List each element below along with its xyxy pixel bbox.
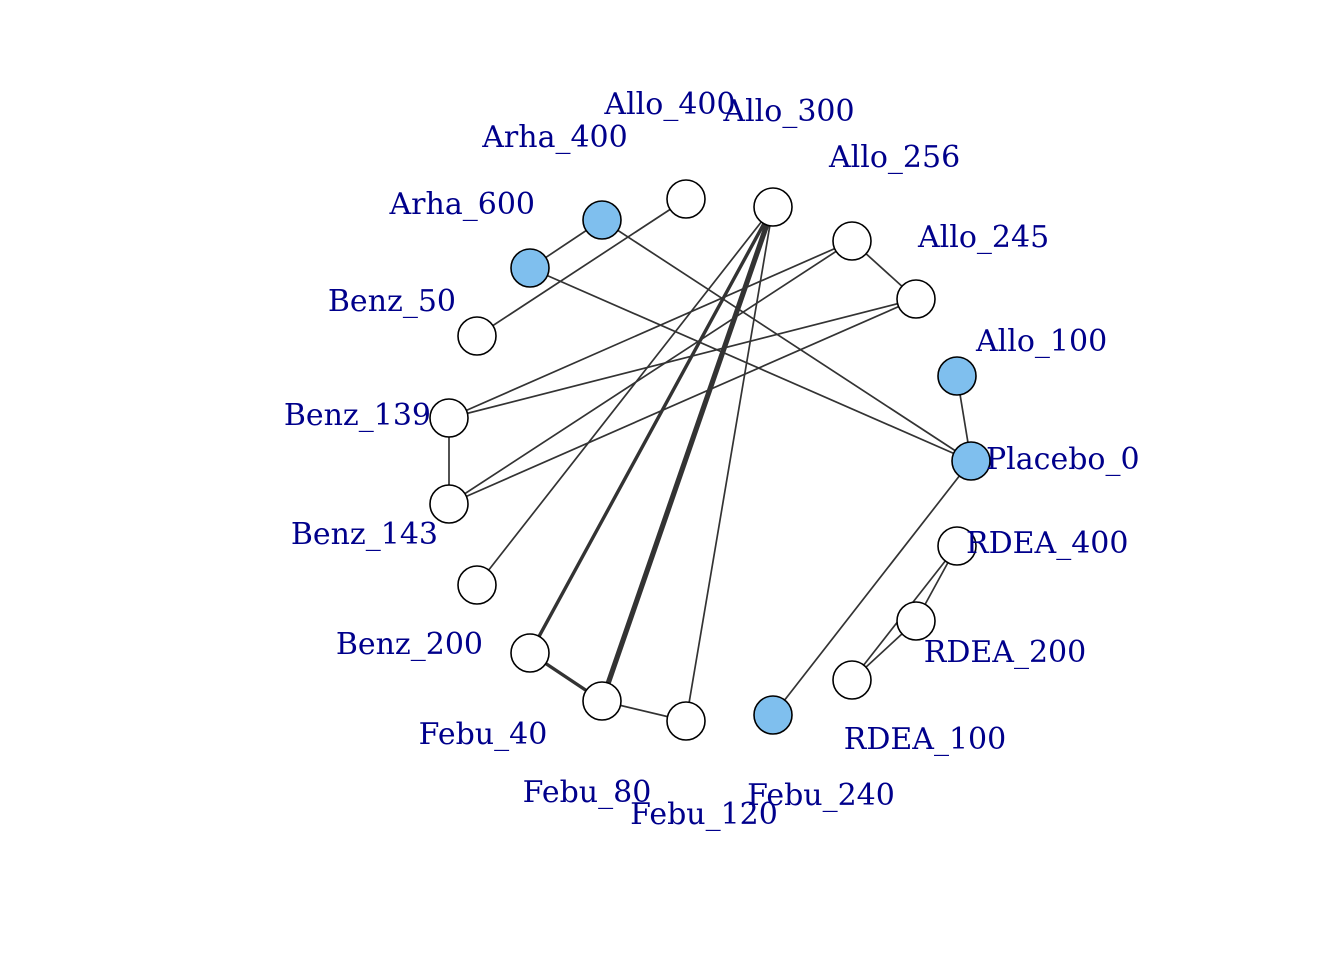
node-placebo-0	[951, 441, 991, 481]
node-label-allo-245: Allo_245	[917, 220, 1049, 255]
node-label-benz-200: Benz_200	[336, 627, 483, 662]
node-rdea-400	[937, 526, 977, 566]
edge-allo-300-febu-40	[528, 206, 775, 654]
node-label-febu-40: Febu_40	[419, 717, 548, 752]
node-febu-240	[753, 695, 793, 735]
node-febu-80	[582, 681, 622, 721]
node-label-allo-300: Allo_300	[722, 94, 854, 129]
node-label-rdea-400: RDEA_400	[966, 526, 1128, 561]
node-benz-50	[457, 316, 497, 356]
edge-allo-245-benz-143	[448, 298, 917, 505]
nodes-layer	[429, 179, 991, 741]
edge-allo-300-febu-80	[599, 206, 776, 702]
node-label-febu-120: Febu_120	[630, 797, 778, 832]
node-allo-245	[896, 279, 936, 319]
edge-allo-300-benz-200	[476, 206, 774, 586]
edge-allo-245-benz-139	[448, 298, 917, 419]
edge-allo-300-febu-120	[685, 206, 774, 722]
node-rdea-100	[832, 660, 872, 700]
node-label-allo-400: Allo_400	[603, 87, 735, 122]
node-label-rdea-100: RDEA_100	[844, 722, 1006, 757]
node-benz-139	[429, 398, 469, 438]
node-rdea-200	[896, 601, 936, 641]
node-febu-120	[666, 701, 706, 741]
node-label-febu-240: Febu_240	[747, 778, 895, 813]
node-label-placebo-0: Placebo_0	[986, 442, 1140, 477]
node-allo-300	[753, 187, 793, 227]
node-label-febu-80: Febu_80	[523, 775, 652, 810]
edge-febu-240-placebo-0	[772, 460, 972, 716]
node-label-allo-256: Allo_256	[828, 140, 960, 175]
edge-allo-400-benz-50	[476, 198, 687, 337]
node-label-arha-600: Arha_600	[389, 187, 535, 222]
node-febu-40	[510, 633, 550, 673]
edge-arha-600-placebo-0	[529, 267, 972, 462]
node-label-allo-100: Allo_100	[975, 324, 1107, 359]
edge-allo-256-benz-143	[448, 240, 853, 505]
node-label-benz-139: Benz_139	[284, 398, 431, 433]
node-benz-200	[457, 565, 497, 605]
node-label-benz-143: Benz_143	[291, 517, 438, 552]
node-label-arha-400: Arha_400	[481, 120, 627, 155]
edge-allo-256-benz-139	[448, 240, 853, 419]
edge-arha-400-placebo-0	[601, 219, 972, 462]
node-label-rdea-200: RDEA_200	[924, 635, 1086, 670]
node-label-benz-50: Benz_50	[328, 284, 456, 319]
node-allo-400	[666, 179, 706, 219]
node-arha-400	[582, 200, 622, 240]
node-arha-600	[510, 248, 550, 288]
node-benz-143	[429, 484, 469, 524]
node-allo-256	[832, 221, 872, 261]
labels-layer: Placebo_0 Allo_100 Allo_245 Allo_256 Allo_30…	[284, 87, 1140, 832]
node-allo-100	[937, 356, 977, 396]
